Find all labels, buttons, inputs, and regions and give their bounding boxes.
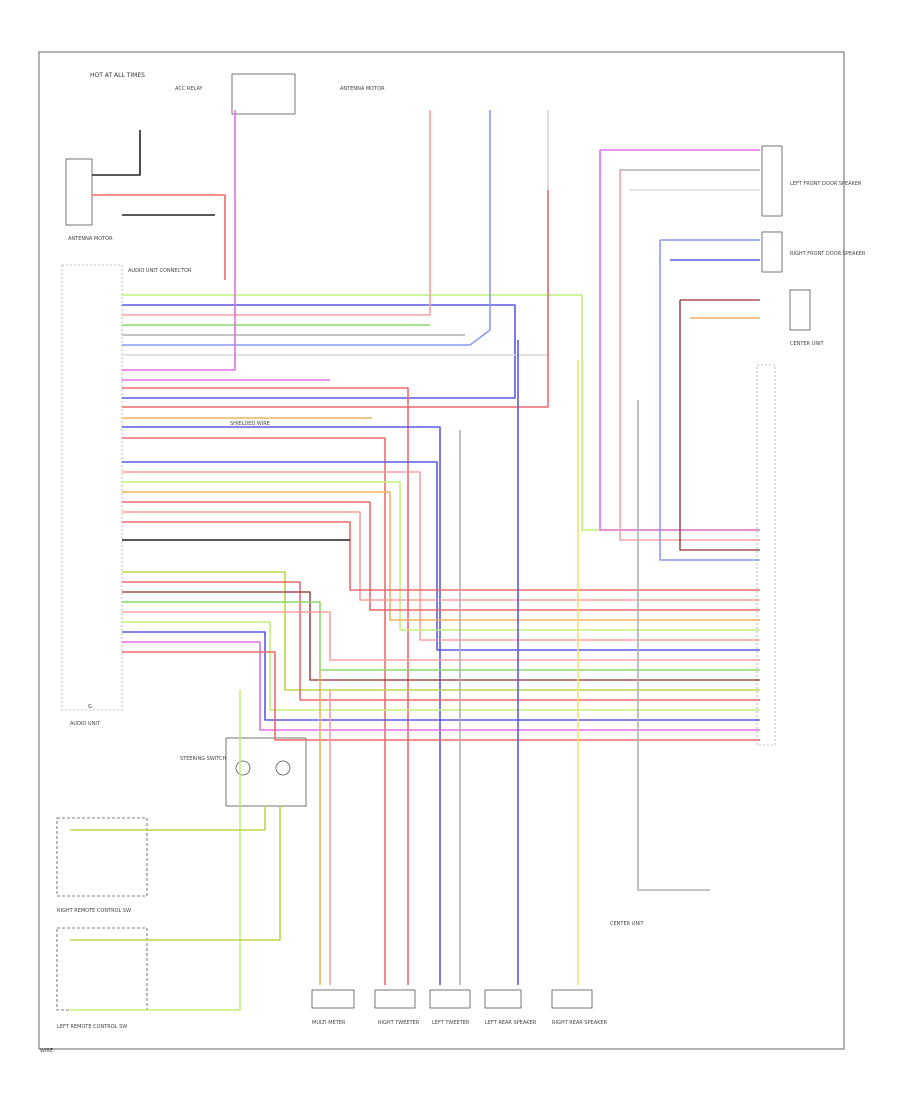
right-rear-speaker-label: RIGHT REAR SPEAKER	[552, 1020, 608, 1026]
fuse-relay-box	[231, 73, 296, 115]
antenna-label: ANTENNA MOTOR	[340, 86, 385, 92]
wire-pink-15	[122, 471, 760, 641]
multi-meter-box	[311, 989, 355, 1009]
wire-blue-28	[122, 631, 760, 721]
center-unit-label: CENTER UNIT	[790, 341, 825, 347]
wire-blue-12	[122, 426, 441, 985]
steering-switch-lamp-right	[275, 760, 291, 776]
wire-ltgreen-1	[122, 294, 760, 531]
steering-switch-lamp-left	[235, 760, 251, 776]
right-rear-speaker-box	[551, 989, 593, 1009]
wire-wht-6	[122, 110, 549, 356]
right-tweeter-label: RIGHT TWEETER	[378, 1020, 420, 1026]
antenna-motor-label: ANTENNA MOTOR	[68, 236, 113, 242]
right-connector-block	[756, 364, 776, 746]
steering-switch-label: STEERING SWITCH	[180, 756, 227, 762]
wire-blue-14	[122, 461, 760, 651]
diagram-border	[38, 51, 845, 1050]
left-front-speaker-label: LEFT FRONT DOOR SPEAKER	[790, 181, 862, 187]
audio-unit-label: AUDIO UNIT	[70, 721, 101, 727]
wire-red-23	[122, 581, 760, 701]
right-remote-switch-box	[56, 817, 148, 897]
wire-ltgreen-b1	[70, 690, 241, 1011]
wire-red-18	[122, 501, 760, 611]
wire-yelgrn-b3	[70, 805, 266, 831]
footer-label: WIRE	[40, 1048, 53, 1054]
wire-violet-29	[122, 641, 760, 731]
wire-pink-26	[122, 611, 760, 661]
wire-red-10	[122, 190, 549, 408]
connector-top-label: AUDIO UNIT CONNECTOR	[128, 268, 192, 274]
right-front-speaker-label: RIGHT FRONT DOOR SPEAKER	[790, 251, 866, 257]
wire-pink-2	[122, 110, 431, 316]
left-front-speaker-box	[761, 145, 783, 217]
wire-blue-loop	[122, 304, 516, 399]
wire-pink-r9	[619, 170, 760, 541]
wire-brown-r11	[679, 300, 760, 551]
wire-ltblue-5	[122, 110, 491, 346]
wire-gray-b8	[637, 400, 710, 891]
left-remote-switch-label: LEFT REMOTE CONTROL SW	[57, 1024, 127, 1030]
wire-green-25	[122, 601, 760, 671]
right-remote-switch-label: RIGHT REMOTE CONTROL SW	[57, 908, 131, 914]
wire-brown-24	[122, 591, 760, 681]
wire-yelgrn-22	[122, 571, 760, 691]
left-tweeter-box	[429, 989, 471, 1009]
wire-pink-19	[122, 511, 760, 601]
wire-violet-7	[122, 110, 236, 371]
wire-red-20	[122, 521, 760, 591]
wire-red-9	[122, 387, 409, 985]
right-tweeter-box	[374, 989, 416, 1009]
hot-at-all-times-label: HOT AT ALL TIMES	[90, 72, 145, 79]
wire-yelgrn-b2	[70, 805, 281, 941]
center-unit-box	[789, 289, 811, 331]
wire-ltblue-r10	[659, 240, 760, 561]
wire-red-30	[122, 651, 760, 741]
wire-ltgreen-27	[122, 621, 760, 711]
left-tweeter-label: LEFT TWEETER	[432, 1020, 470, 1026]
wire-orange-17	[122, 491, 760, 621]
left-rear-speaker-box	[484, 989, 522, 1009]
wire-ltgreen-16	[122, 481, 760, 631]
wires-layer	[70, 110, 760, 1011]
wire-red-ant	[92, 194, 226, 280]
center-unit-bottom-label: CENTER UNIT	[610, 921, 645, 927]
right-front-speaker-box	[761, 231, 783, 273]
audio-unit-box	[61, 264, 123, 711]
steering-switch-box	[225, 737, 307, 807]
ground-symbol: G	[88, 704, 92, 710]
multi-meter-label: MULTI METER	[312, 1020, 346, 1026]
left-rear-speaker-label: LEFT REAR SPEAKER	[485, 1020, 537, 1026]
wire-red-13	[122, 437, 386, 985]
fuse-relay-label: ACC RELAY	[175, 86, 203, 92]
wire-violet-r8	[599, 150, 760, 531]
antenna-motor-box	[65, 158, 93, 226]
wire-black-ant2	[92, 130, 141, 176]
shield-label: SHIELDED WIRE	[230, 421, 270, 427]
